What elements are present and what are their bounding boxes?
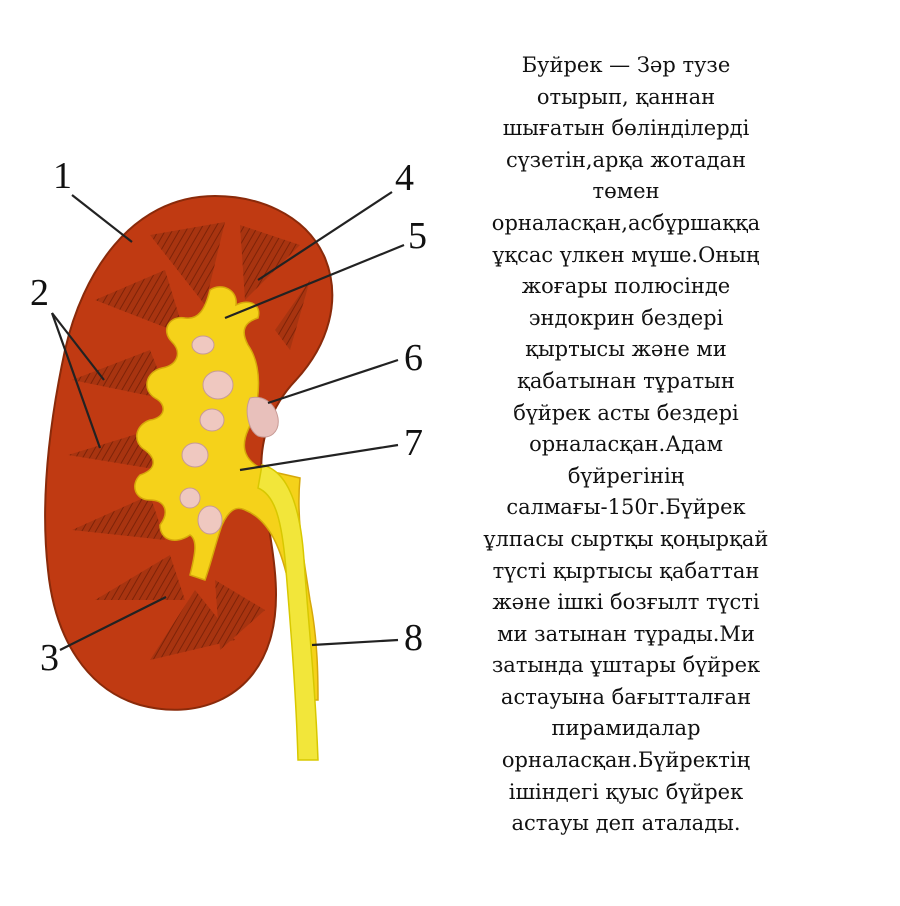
- description-line: астауына бағытталған: [500, 684, 752, 709]
- description-line: орналасқан.Бүйректің: [501, 748, 751, 773]
- description-line: отырып, қаннан: [536, 84, 716, 109]
- callout-lines: [50, 191, 405, 651]
- description-line: қыртысы және ми: [525, 337, 727, 362]
- description-line: жоғары полюсінде: [521, 274, 731, 299]
- description-line: орналасқан,асбұршаққа: [491, 210, 761, 235]
- description-line: қабатынан тұратын: [517, 368, 735, 393]
- description-line: ұлпасы сыртқы қоңырқай: [483, 526, 769, 551]
- callout-label-1: 1: [53, 155, 72, 197]
- description-line: бүйрек асты бездері: [513, 400, 739, 425]
- description-line: ішіндегі қуыс бүйрек: [508, 779, 744, 804]
- description-line: астауы деп аталады.: [511, 811, 741, 836]
- description-line: эндокрин бездері: [528, 305, 724, 330]
- description-line: төмен: [592, 179, 660, 204]
- description-line: салмағы-150г.Бүйрек: [506, 495, 746, 520]
- description-line: шығатын бөлінділерді: [502, 116, 750, 141]
- kidney-diagram: 1 2 3 4 5 6 7 8: [30, 155, 427, 761]
- callout-label-4: 4: [395, 157, 414, 199]
- callout-label-2: 2: [30, 272, 49, 314]
- description-line: пирамидалар: [551, 716, 701, 741]
- description-line: орналасқан.Адам: [529, 432, 723, 457]
- ureter: [257, 464, 319, 761]
- adrenal-tissue: [246, 396, 279, 438]
- renal-papillae: [179, 335, 234, 535]
- callout-label-7: 7: [404, 422, 423, 464]
- callout-label-8: 8: [404, 617, 423, 659]
- callout-label-5: 5: [408, 215, 427, 257]
- description-line: сүзетін,арқа жотадан: [506, 147, 746, 172]
- callout-label-6: 6: [404, 337, 423, 379]
- medullary-pyramids: [68, 222, 310, 660]
- description-line: түсті қыртысы қабаттан: [492, 558, 760, 583]
- callout-label-3: 3: [40, 637, 59, 679]
- description-line: ми затынан тұрады.Ми: [497, 621, 755, 646]
- description-line: бүйрегінің: [567, 463, 685, 488]
- description-line: ұқсас үлкен мүше.Оның: [492, 242, 760, 267]
- description-line: затында ұштары бүйрек: [491, 653, 761, 678]
- kidney-description: Буйрек — Зәр тузе отырып, қаннан шығатын б…: [456, 50, 796, 840]
- description-line: және ішкі бозғылт түсті: [492, 590, 760, 615]
- description-line: Буйрек — Зәр тузе: [521, 53, 731, 77]
